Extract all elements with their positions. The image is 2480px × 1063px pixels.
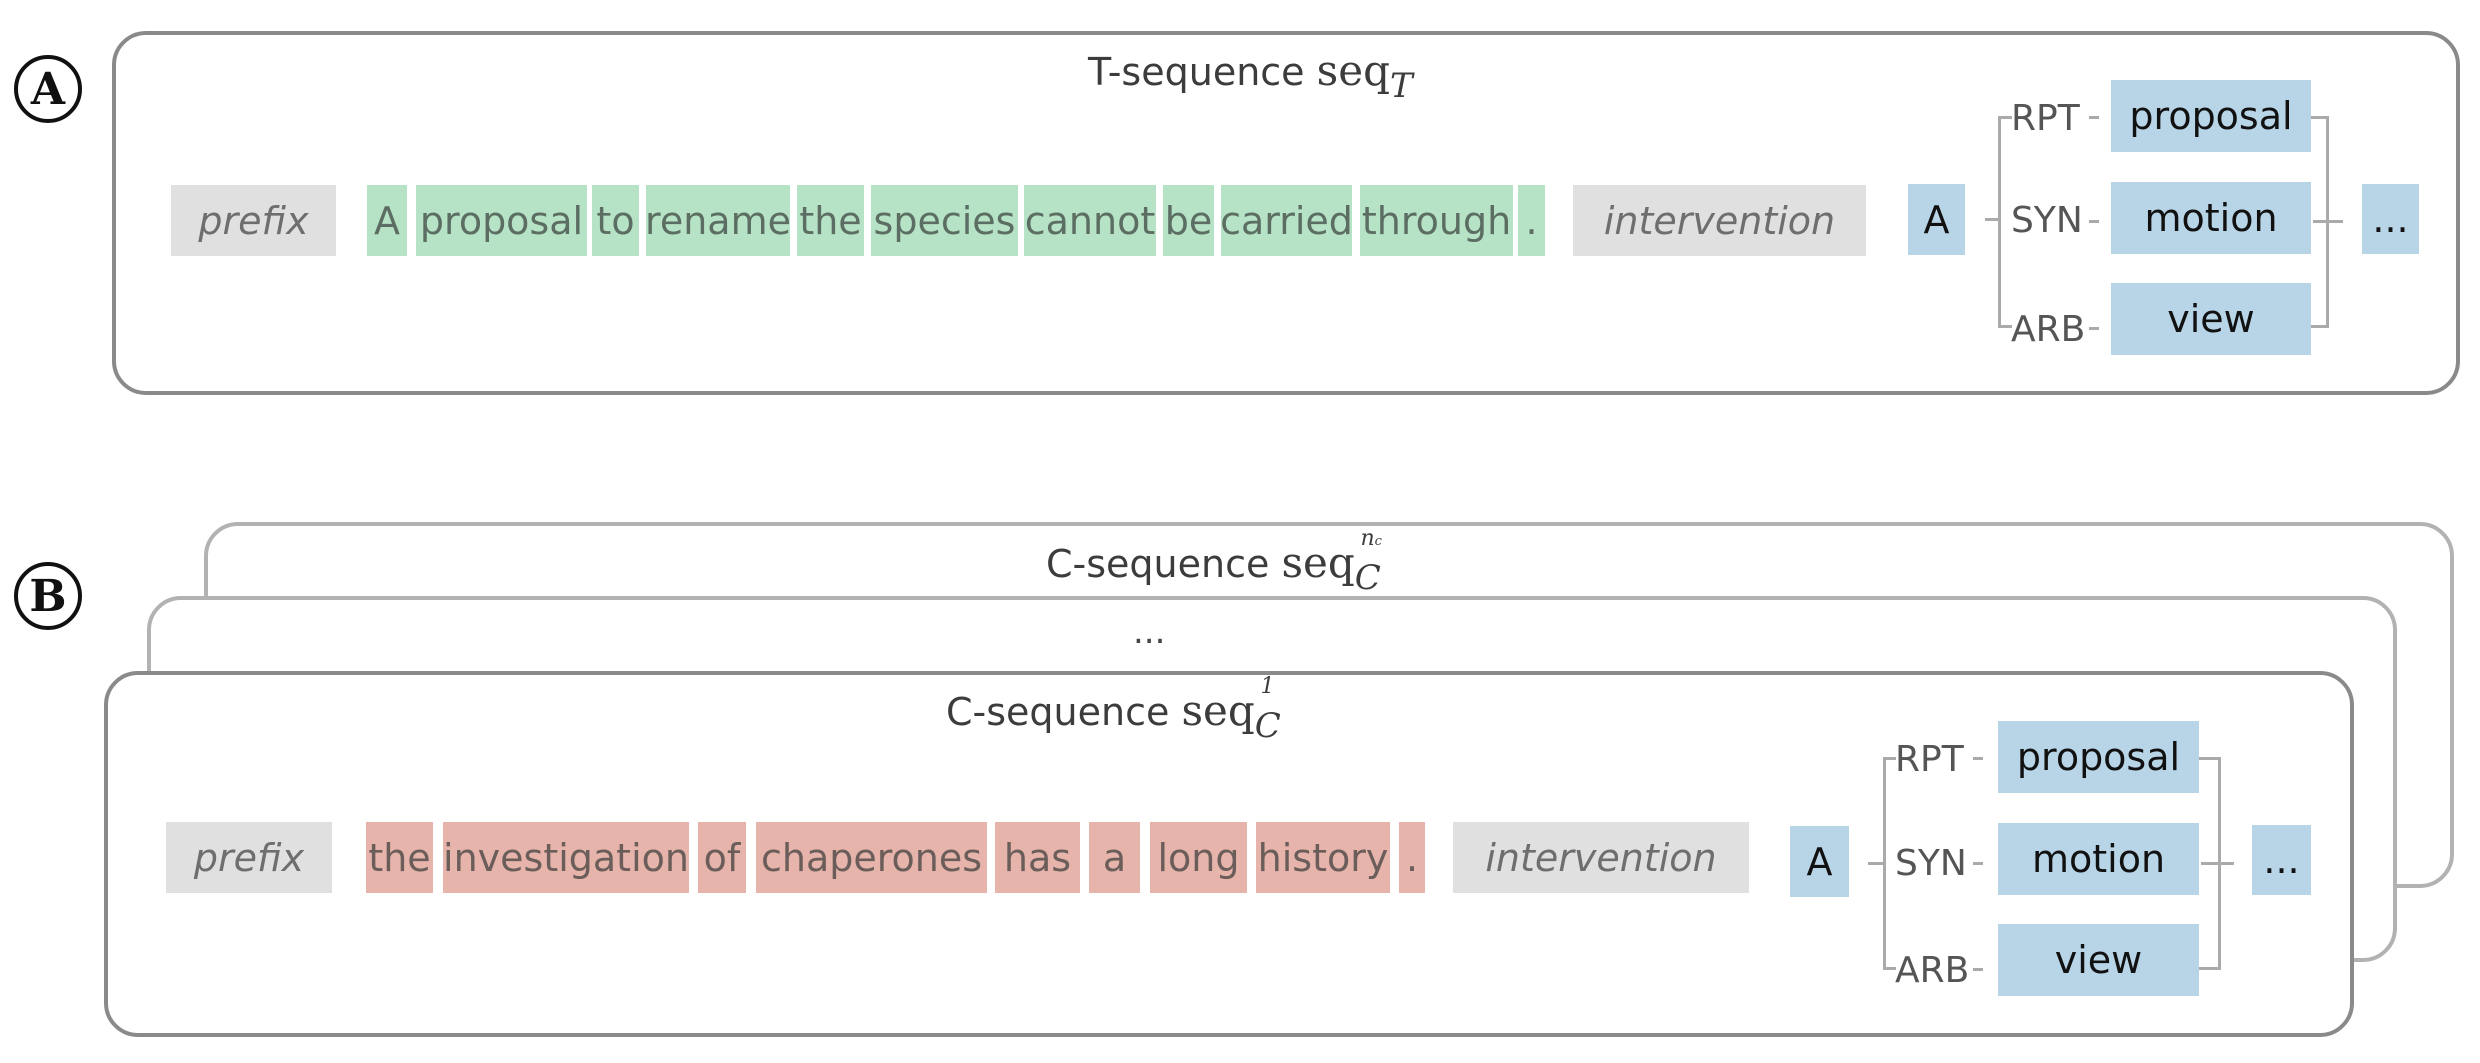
panel-b-back-title-text: C-sequence — [1046, 542, 1270, 586]
panel-a-token-9: through — [1360, 185, 1513, 256]
panel-a-bracket-left — [1998, 116, 2001, 328]
panel-b-tag-syn: SYN — [1895, 843, 1967, 884]
panel-a-token-2: to — [592, 185, 639, 256]
panel-a-prefix-box: prefix — [171, 185, 336, 256]
panel-b-tag-rpt: RPT — [1895, 739, 1964, 780]
panel-a-target-box: A — [1908, 184, 1965, 255]
panel-b-seq-word: seq — [1181, 686, 1255, 735]
panel-a-seq-subscript: T — [1389, 66, 1413, 106]
panel-b-dash-arb — [1973, 968, 1983, 971]
panel-b-token-4: has — [995, 822, 1080, 893]
panel-b-back-seq-word: seq — [1281, 538, 1355, 587]
panel-b-tag-arb: ARB — [1895, 950, 1970, 991]
panel-b-token-7: history — [1256, 822, 1390, 893]
panel-a-dash-syn — [2089, 220, 2099, 223]
panel-b-continuation-box: ... — [2252, 825, 2311, 895]
panel-b-target-box: A — [1790, 826, 1849, 897]
panel-b-connector-out — [2201, 862, 2234, 865]
panel-b-bracket-left — [1883, 757, 1886, 970]
panel-b-marker: B — [14, 562, 82, 630]
panel-b-back-seq-subscript: C — [1354, 558, 1381, 598]
panel-a-intervention-box: intervention — [1573, 185, 1866, 256]
panel-a-title: T-sequence seqT — [1088, 50, 1413, 104]
panel-b-token-1: investigation — [443, 822, 689, 893]
panel-a-title-text: T-sequence — [1088, 50, 1305, 94]
panel-a-token-4: the — [797, 185, 864, 256]
panel-a-tick-right-top — [2311, 116, 2328, 119]
panel-b-intervention-box: intervention — [1453, 822, 1749, 893]
panel-a-tag-arb: ARB — [2011, 309, 2086, 350]
panel-a-marker: A — [14, 55, 82, 123]
panel-a-tick-right-bottom — [2311, 325, 2328, 328]
panel-b-word-arb: view — [1998, 924, 2199, 996]
panel-a-word-rpt: proposal — [2111, 80, 2311, 152]
panel-b-token-3: chaperones — [756, 822, 987, 893]
panel-a-word-arb: view — [2111, 283, 2311, 355]
panel-b-tick-right-top — [2199, 757, 2221, 760]
panel-a-token-7: be — [1163, 185, 1214, 256]
panel-a-title-seq: seqT — [1316, 46, 1413, 104]
panel-a-token-8: carried — [1220, 185, 1353, 256]
panel-a-seq-word: seq — [1316, 46, 1390, 95]
panel-b-title: C-sequence seqC 1 — [946, 676, 1281, 744]
panel-a-connector-in — [1985, 218, 2000, 221]
panel-b-prefix-box: prefix — [166, 822, 332, 893]
panel-a-tag-rpt: RPT — [2011, 98, 2080, 139]
panel-b-title-seq: seqC 1 — [1181, 676, 1280, 744]
panel-b-tick-left-bottom — [1883, 967, 1896, 970]
panel-a-connector-out — [2313, 220, 2343, 223]
panel-b-token-6: long — [1150, 822, 1247, 893]
panel-a-dash-arb — [2089, 327, 2099, 330]
panel-b-middle-ellipsis: ... — [1133, 612, 1166, 652]
panel-b-token-2: of — [698, 822, 746, 893]
panel-b-title-text: C-sequence — [946, 690, 1170, 734]
panel-a-token-6: cannot — [1024, 185, 1156, 256]
panel-b-dash-rpt — [1973, 757, 1983, 760]
panel-b-token-0: the — [366, 822, 433, 893]
panel-a-token-5: species — [871, 185, 1018, 256]
panel-a-dash-rpt — [2089, 116, 2099, 119]
panel-b-tick-right-bottom — [2199, 967, 2221, 970]
panel-b-seq-subscript: C — [1254, 706, 1281, 746]
panel-b-dash-syn — [1973, 862, 1983, 865]
panel-b-token-5: a — [1089, 822, 1140, 893]
panel-a-token-0: A — [367, 185, 407, 256]
panel-a-tick-left-bottom — [1998, 325, 2012, 328]
panel-a-word-syn: motion — [2111, 182, 2311, 254]
panel-b-tick-left-top — [1883, 757, 1896, 760]
panel-b-connector-in — [1868, 862, 1885, 865]
panel-b-word-syn: motion — [1998, 823, 2199, 895]
panel-a-continuation-box: ... — [2362, 184, 2419, 254]
panel-a-token-10: . — [1518, 185, 1545, 256]
panel-a-token-3: rename — [645, 185, 791, 256]
panel-a-token-1: proposal — [416, 185, 587, 256]
panel-a-tick-left-top — [1998, 116, 2012, 119]
panel-b-word-rpt: proposal — [1998, 721, 2199, 793]
panel-b-seq-superscript: 1 — [1260, 674, 1275, 699]
panel-a-tag-syn: SYN — [2011, 200, 2083, 241]
panel-b-back-seq-superscript: nc — [1360, 526, 1382, 551]
panel-b-token-8: . — [1399, 822, 1425, 893]
